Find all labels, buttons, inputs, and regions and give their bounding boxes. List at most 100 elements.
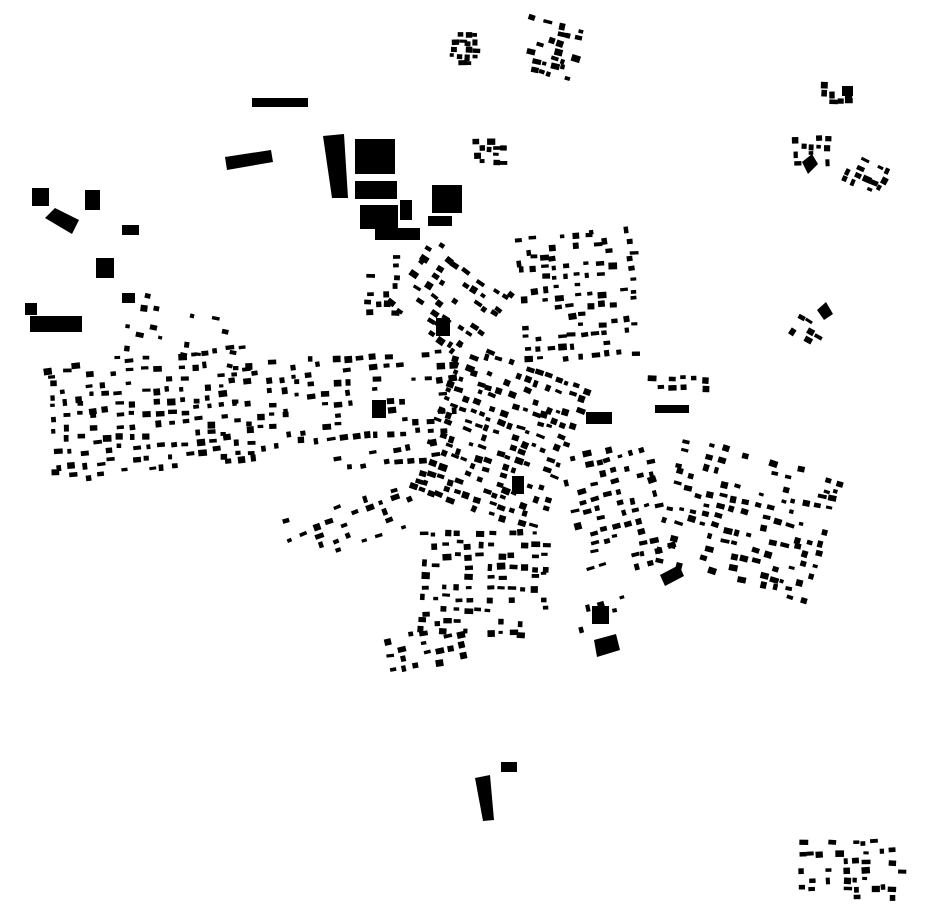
building: [591, 352, 601, 358]
building: [498, 618, 504, 625]
building: [82, 462, 88, 470]
building: [699, 521, 706, 527]
building: [267, 359, 277, 365]
building: [499, 472, 508, 479]
building: [43, 367, 53, 376]
building: [273, 442, 279, 449]
building: [479, 292, 487, 299]
building: [520, 440, 530, 450]
building: [122, 293, 135, 303]
building: [817, 493, 828, 500]
building: [474, 152, 482, 159]
building: [763, 550, 773, 560]
building: [387, 431, 395, 438]
building: [381, 507, 389, 516]
building: [460, 456, 468, 462]
building: [470, 504, 478, 513]
building: [611, 533, 618, 539]
building: [166, 398, 176, 406]
building: [434, 349, 442, 354]
building: [516, 260, 522, 268]
building: [667, 543, 676, 550]
building: [482, 488, 493, 496]
building: [509, 530, 517, 536]
building: [372, 431, 378, 439]
building: [879, 848, 885, 854]
building: [50, 380, 57, 387]
building: [265, 377, 273, 385]
building: [411, 377, 416, 381]
building: [426, 439, 436, 446]
building: [534, 368, 545, 377]
building: [180, 376, 189, 381]
building: [554, 388, 563, 395]
building: [779, 578, 785, 584]
building: [509, 629, 519, 636]
building: [395, 362, 404, 368]
building: [509, 564, 518, 570]
building: [686, 514, 697, 524]
building: [69, 471, 78, 478]
building: [704, 453, 714, 461]
building: [419, 593, 425, 601]
building: [462, 425, 472, 433]
building: [443, 485, 451, 493]
building: [502, 378, 512, 387]
building: [182, 418, 190, 424]
building: [125, 324, 130, 329]
building: [651, 489, 658, 498]
building: [51, 469, 60, 476]
building: [510, 467, 517, 474]
building: [469, 369, 479, 378]
building: [759, 524, 768, 532]
building: [582, 508, 592, 515]
building: [531, 554, 539, 559]
building: [620, 509, 627, 517]
building: [390, 487, 398, 494]
building: [889, 894, 896, 901]
building: [544, 496, 553, 504]
building: [531, 58, 542, 66]
building: [85, 384, 93, 389]
building: [542, 273, 551, 279]
building: [225, 150, 273, 170]
building: [123, 345, 130, 352]
building: [445, 496, 456, 505]
building: [594, 505, 600, 512]
building: [843, 877, 852, 885]
building: [638, 446, 645, 454]
building: [580, 331, 589, 338]
building: [164, 385, 170, 392]
building: [570, 53, 582, 64]
building: [89, 391, 94, 396]
building: [500, 145, 507, 151]
building: [375, 301, 382, 308]
building: [472, 54, 478, 59]
building: [246, 421, 252, 427]
building: [629, 251, 639, 255]
building: [713, 466, 720, 474]
building: [758, 492, 765, 497]
building: [751, 557, 762, 564]
building: [596, 459, 604, 466]
building: [541, 61, 547, 66]
building: [193, 398, 200, 404]
building: [45, 208, 79, 234]
building: [714, 512, 723, 519]
building: [438, 242, 446, 249]
building: [564, 75, 571, 82]
building: [449, 260, 460, 270]
building: [806, 327, 816, 337]
building: [800, 597, 808, 605]
building: [501, 463, 510, 472]
building: [386, 653, 395, 658]
building: [470, 408, 478, 414]
building: [242, 377, 252, 385]
building: [520, 296, 528, 304]
building: [817, 302, 833, 320]
building: [440, 449, 448, 458]
building: [194, 352, 201, 357]
building: [745, 532, 752, 538]
building: [494, 355, 503, 362]
building: [63, 368, 72, 373]
